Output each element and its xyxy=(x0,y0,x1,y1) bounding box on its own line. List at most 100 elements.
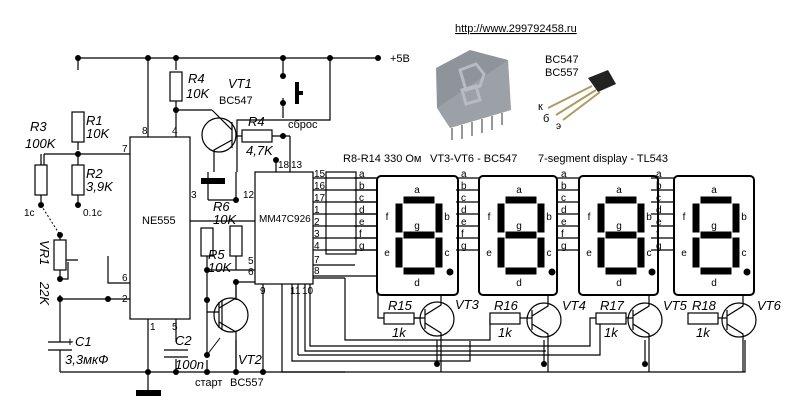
svg-text:VT1: VT1 xyxy=(228,76,252,91)
segment-label: e xyxy=(681,248,687,259)
bus-label: c xyxy=(461,193,466,204)
bus-label: f xyxy=(461,229,464,240)
junction-dot xyxy=(280,73,286,79)
resistor-array-r8-r14 xyxy=(325,171,357,255)
junction-dot xyxy=(260,369,266,375)
svg-text:R4: R4 xyxy=(248,114,265,129)
junction-dot xyxy=(280,133,286,139)
segment-label: c xyxy=(647,248,652,259)
start-button[interactable]: старт xyxy=(195,337,222,389)
segment-label: f xyxy=(683,212,686,223)
bus-label: e xyxy=(656,217,662,228)
junction-dot xyxy=(233,369,239,375)
svg-text:б: б xyxy=(543,113,549,125)
segment-label: b xyxy=(546,212,552,223)
transistor xyxy=(526,302,562,338)
supply-label: +5В xyxy=(390,53,410,65)
svg-text:BC557: BC557 xyxy=(545,67,579,79)
resistor-r2: R23,9K 0.1с xyxy=(71,154,114,219)
svg-text:BC547: BC547 xyxy=(219,95,253,107)
segment-label: c xyxy=(445,248,450,259)
svg-text:10K: 10K xyxy=(208,260,232,275)
junction-dot xyxy=(105,296,111,302)
svg-text:C2: C2 xyxy=(175,333,192,348)
counter-pin-label: 2 xyxy=(314,217,320,228)
bus-label: f xyxy=(359,229,362,240)
bus-label: b xyxy=(656,181,662,192)
segment-label: d xyxy=(616,278,622,289)
segment-label: g xyxy=(616,221,622,232)
transistor xyxy=(627,302,663,338)
reset-button[interactable]: сброс xyxy=(288,82,318,131)
counter-pin-label: 16 xyxy=(314,181,326,192)
resistor-name: R17 xyxy=(600,298,625,313)
svg-text:R5: R5 xyxy=(208,247,225,262)
svg-text:0.1с: 0.1с xyxy=(83,208,102,219)
junction-dot xyxy=(233,197,239,203)
bus-label: f xyxy=(656,229,659,240)
transistor-name: VT6 xyxy=(757,298,782,313)
capacitor-c1: +C1 3,3мкФ xyxy=(48,334,108,367)
svg-text:VT2: VT2 xyxy=(238,352,263,367)
svg-text:7: 7 xyxy=(122,144,128,155)
svg-text:1с: 1с xyxy=(24,208,35,219)
svg-text:18: 18 xyxy=(278,160,290,171)
decimal-point xyxy=(548,268,556,276)
svg-text:10K: 10K xyxy=(186,86,210,101)
bus-label: d xyxy=(656,205,662,216)
segment-label: e xyxy=(384,248,390,259)
resistor xyxy=(595,312,627,325)
segment-label: b xyxy=(741,212,747,223)
junction-dot xyxy=(280,100,286,106)
svg-text:6: 6 xyxy=(122,273,128,284)
segment-label: a xyxy=(414,185,420,196)
junction-dot xyxy=(75,55,81,61)
segment-label: b xyxy=(646,212,652,223)
segment-label: d xyxy=(711,278,717,289)
potentiometer-vr1[interactable]: VR1 22K xyxy=(37,239,78,306)
bus-label: c xyxy=(561,193,566,204)
segment-label: f xyxy=(588,212,591,223)
resistor-value: 1k xyxy=(696,325,711,340)
junction-dot xyxy=(38,202,44,208)
bus-label: f xyxy=(561,229,564,240)
displays: abcdefgabcdefgabcdefgabcdefgabcdefgabcde… xyxy=(354,169,755,296)
junction-dot xyxy=(375,55,381,61)
svg-text:10K: 10K xyxy=(86,126,110,141)
counter-chip: MM47C926 18 13 12 5 6 9 11 10 8 7 xyxy=(243,160,320,297)
decimal-point xyxy=(743,268,751,276)
svg-text:10K: 10K xyxy=(213,212,237,227)
svg-text:3: 3 xyxy=(191,190,197,201)
svg-text:3,3мкФ: 3,3мкФ xyxy=(65,352,108,367)
segment-label: g xyxy=(414,221,420,232)
resistor-name: R16 xyxy=(494,298,519,313)
svg-text:NE555: NE555 xyxy=(142,215,176,227)
transistor-name: VT5 xyxy=(663,298,688,313)
junction-dot xyxy=(204,369,210,375)
svg-text:сброс: сброс xyxy=(288,119,318,131)
segment-label: f xyxy=(386,212,389,223)
site-url[interactable]: http://www.299792458.ru xyxy=(455,23,577,35)
junction-dot xyxy=(57,276,63,282)
svg-text:R3: R3 xyxy=(30,119,47,134)
svg-text:5: 5 xyxy=(172,322,178,333)
transistor-name: VT4 xyxy=(562,298,586,313)
svg-text:MM47C926: MM47C926 xyxy=(259,214,311,225)
resistor xyxy=(489,312,521,325)
bus-label: b xyxy=(561,181,567,192)
counter-pin-label: 4 xyxy=(314,241,320,252)
note-transistors: VT3-VT6 - BC547 xyxy=(430,153,517,165)
